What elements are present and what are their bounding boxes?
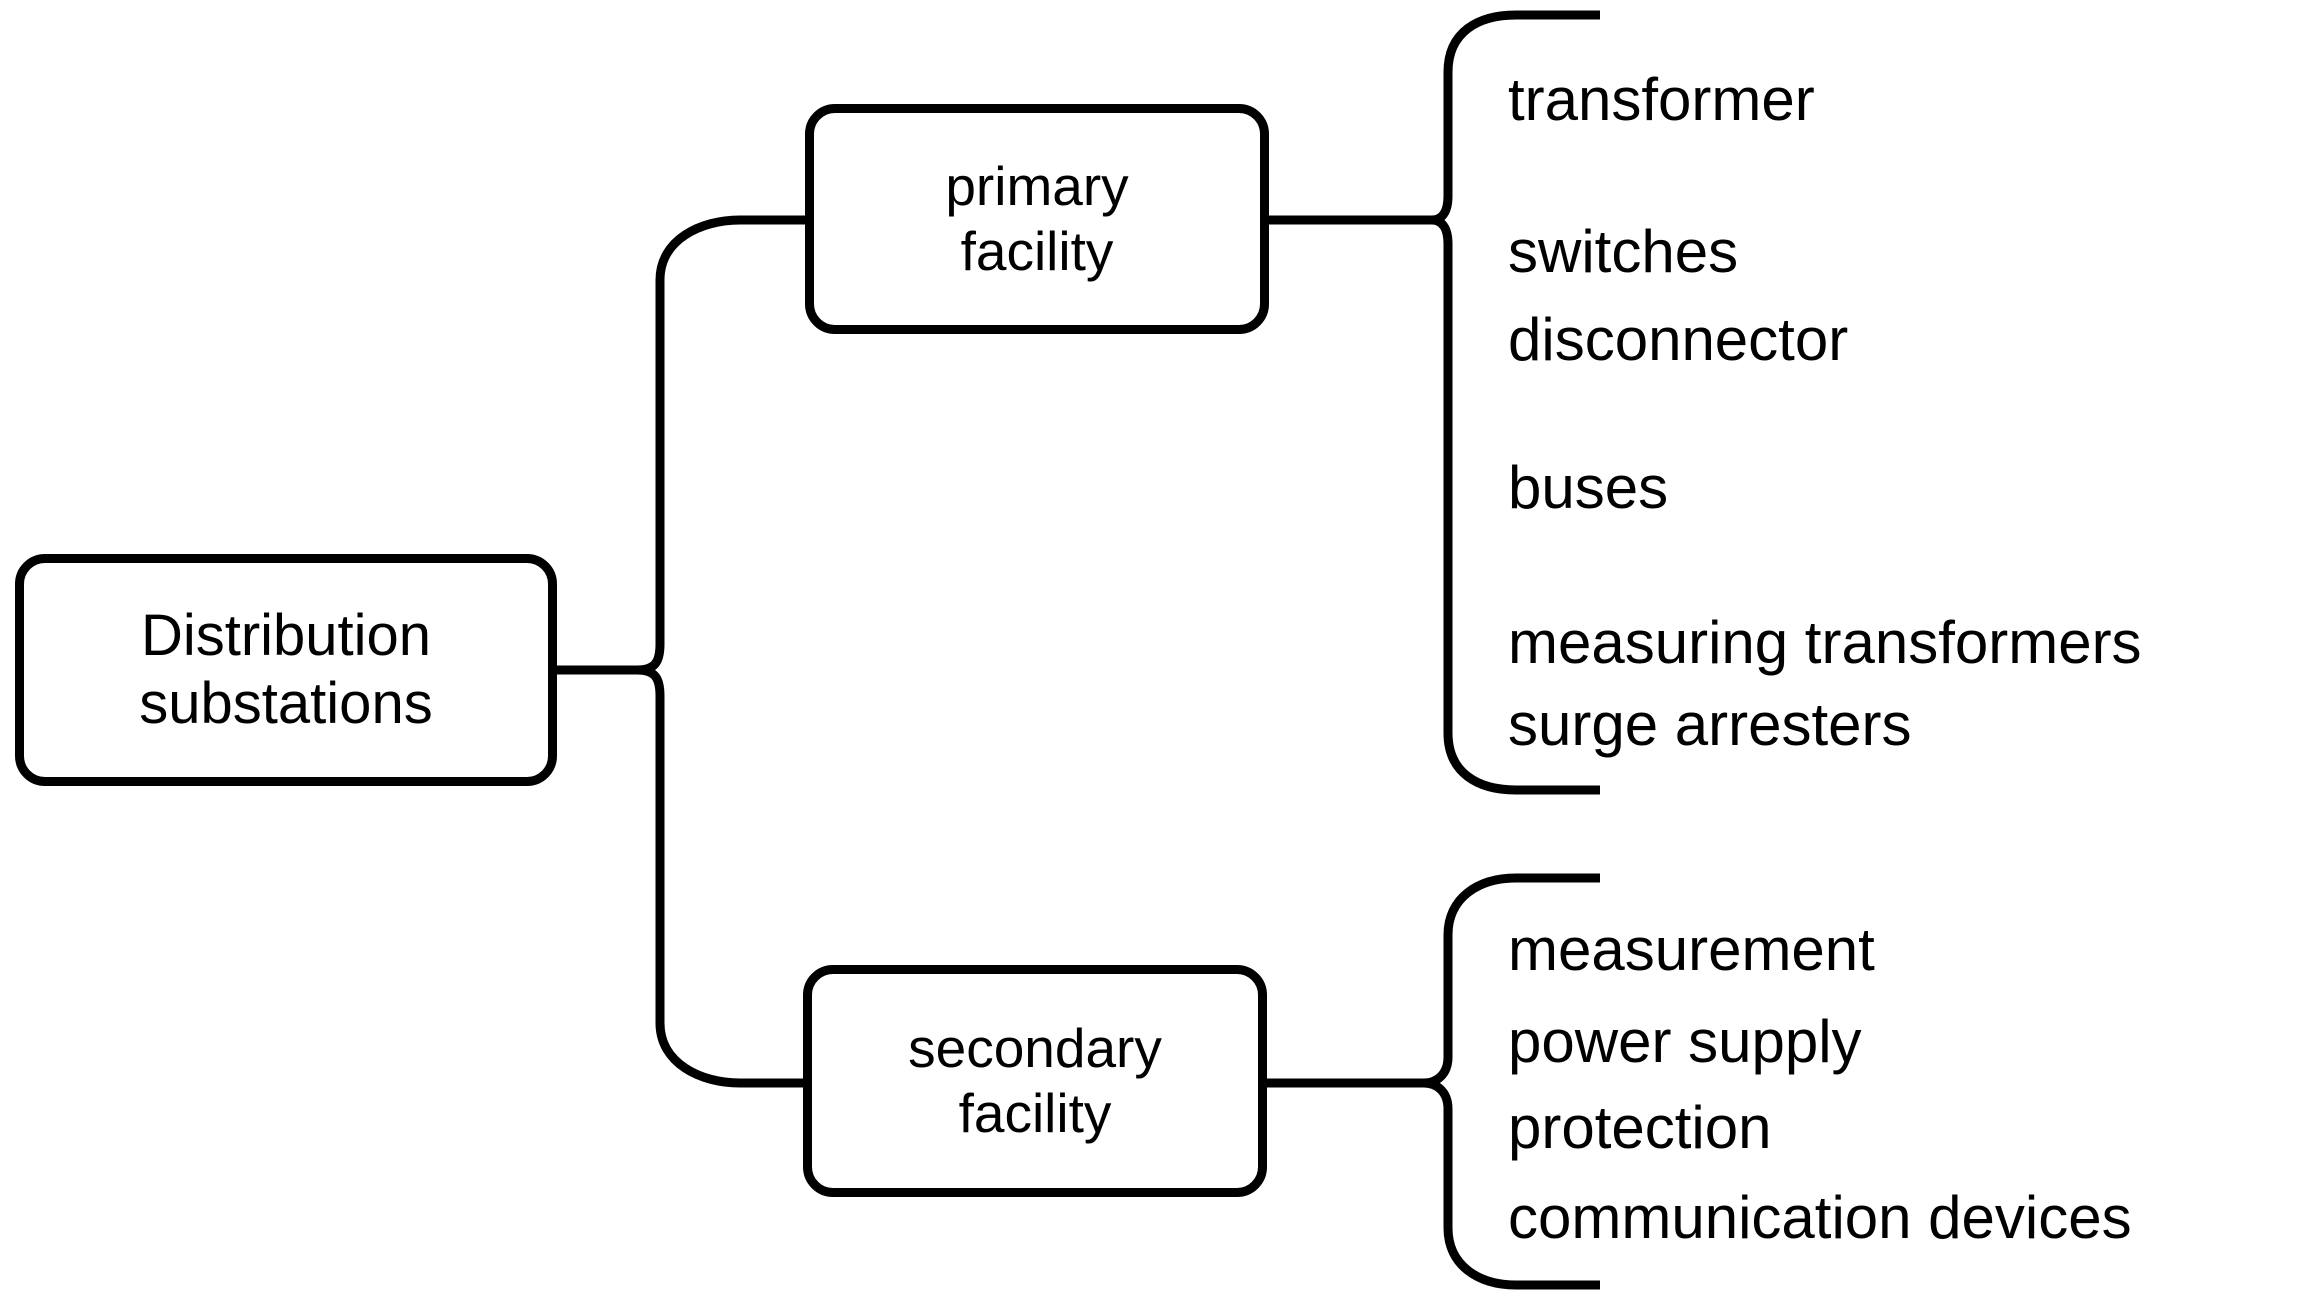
node-primary-label-line2: facility <box>960 220 1114 282</box>
leaf-item: surge arresters <box>1508 691 1912 758</box>
node-distribution-substations[interactable]: Distribution substations <box>15 554 557 786</box>
root-brace-lower-arm <box>636 665 807 1088</box>
secondary-brace-lower <box>1423 1078 1600 1290</box>
node-primary-label-line1: primary <box>945 155 1129 218</box>
node-secondary-label-line2: facility <box>958 1082 1112 1144</box>
leaf-list-primary-facility: transformer switches disconnector buses … <box>1508 0 2322 800</box>
primary-brace-upper <box>1431 10 1600 225</box>
secondary-brace-upper <box>1423 873 1600 1088</box>
node-primary-facility[interactable]: primary facility <box>805 104 1269 334</box>
leaf-item: transformer <box>1508 66 1815 133</box>
node-root-label-line2: substations <box>139 671 433 736</box>
node-secondary-facility[interactable]: secondary facility <box>803 965 1267 1197</box>
leaf-item: switches <box>1508 218 1739 285</box>
leaf-item: measuring transformers <box>1508 609 2142 676</box>
leaf-item: protection <box>1508 1094 1772 1161</box>
node-root-label-line1: Distribution <box>140 602 432 668</box>
leaf-item: buses <box>1508 454 1669 521</box>
root-brace <box>636 215 807 675</box>
leaf-list-secondary-facility: measurement power supply protection comm… <box>1508 900 2322 1314</box>
leaf-item: measurement <box>1508 916 1875 983</box>
primary-brace-lower <box>1431 215 1600 795</box>
leaf-item: disconnector <box>1508 306 1849 373</box>
node-secondary-label-line1: secondary <box>908 1017 1162 1080</box>
leaf-item: power supply <box>1508 1008 1862 1075</box>
leaf-item: communication devices <box>1508 1184 2132 1251</box>
